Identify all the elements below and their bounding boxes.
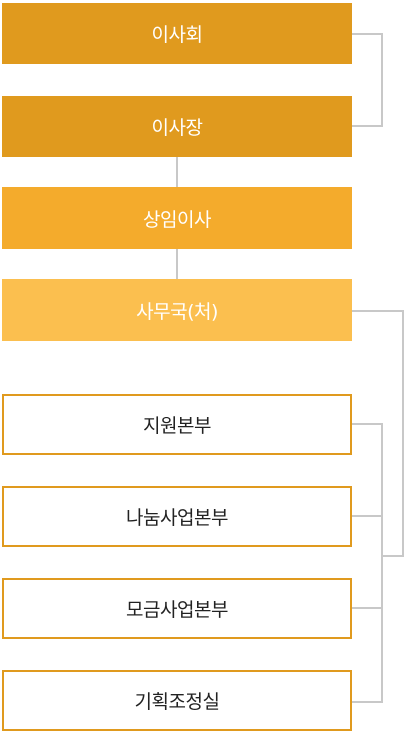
node-sharing-hq: 나눔사업본부 <box>2 486 352 547</box>
node-support-hq: 지원본부 <box>2 394 352 455</box>
node-secretariat-label: 사무국(처) <box>136 300 218 323</box>
node-chairman: 이사장 <box>2 96 352 157</box>
connector-board-chairman <box>352 33 383 127</box>
node-secretariat: 사무국(처) <box>2 279 352 341</box>
node-planning-label: 기획조정실 <box>134 691 220 713</box>
node-planning: 기획조정실 <box>2 670 352 731</box>
node-board-label: 이사회 <box>151 24 203 46</box>
node-fundraising-hq: 모금사업본부 <box>2 578 352 639</box>
connector-department-bus <box>352 423 383 703</box>
connector-secretariat-trunk <box>352 310 404 557</box>
node-sharing-hq-label: 나눔사업본부 <box>126 507 228 529</box>
node-standing-director-label: 상임이사 <box>143 208 211 231</box>
node-standing-director: 상임이사 <box>2 187 352 249</box>
node-board: 이사회 <box>2 3 352 64</box>
node-chairman-label: 이사장 <box>151 117 203 139</box>
node-fundraising-hq-label: 모금사업본부 <box>126 599 228 621</box>
node-support-hq-label: 지원본부 <box>143 415 211 437</box>
